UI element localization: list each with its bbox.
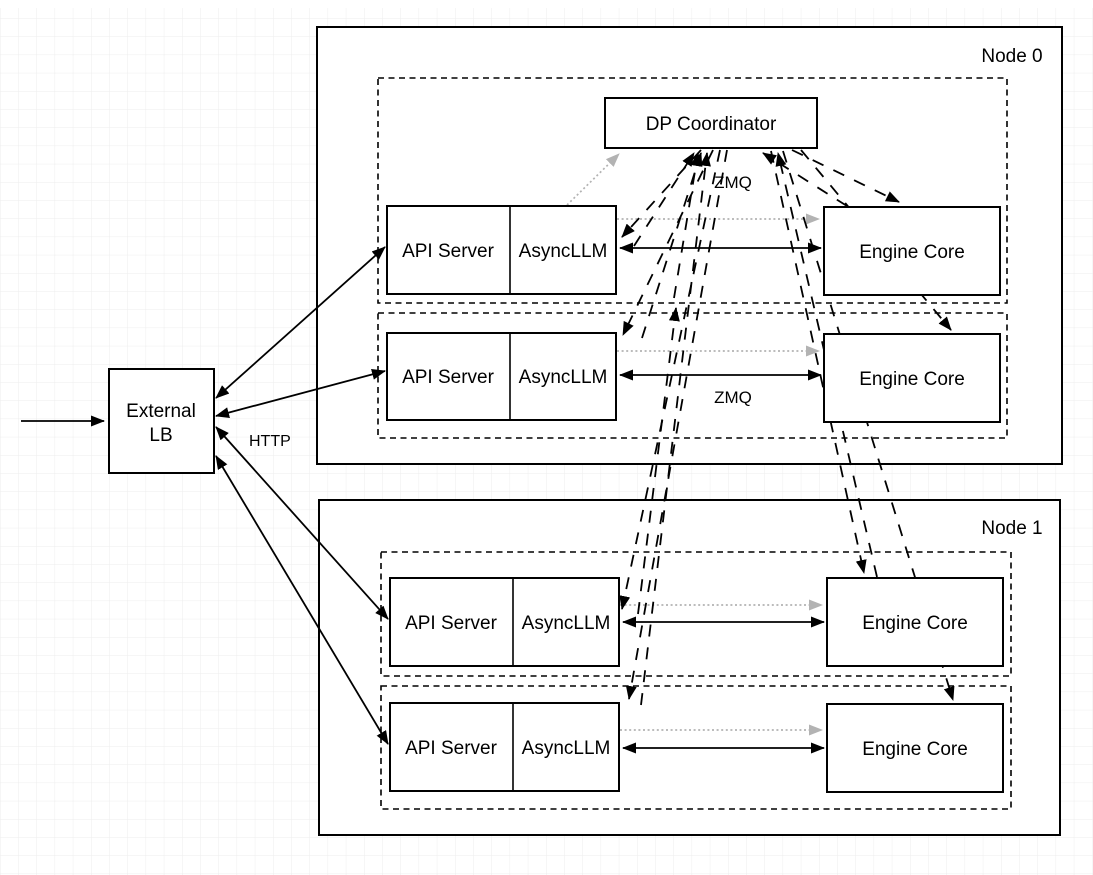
engine-core-label-node0-row1: Engine Core [859,242,965,263]
async-llm-label-node1-row2: AsyncLLM [522,738,611,759]
api-server-label-node1-row2: API Server [405,738,498,759]
dotted-link-async-coordinator [566,153,620,206]
coord-to-engine-node0-row1 [791,149,900,203]
api-server-label-node1-row1: API Server [405,613,498,634]
zmq-label-top: ZMQ [714,173,752,192]
api-async-box-node0-row1 [386,205,617,295]
async-node1-row2-to-coord [640,152,711,706]
api-server-label-node0-row1: API Server [402,241,495,262]
dp-coordinator-label: DP Coordinator [646,114,777,135]
node0-title: Node 0 [981,46,1042,67]
async-llm-label-node0-row1: AsyncLLM [519,241,608,262]
coord-to-async-node1-row1 [619,149,721,610]
external-lb-label-line1: External [126,401,196,422]
coord-to-async-node0-row1 [621,149,702,238]
node1-title: Node 1 [981,518,1042,539]
coord-to-engine-node1-row2 [782,150,955,701]
engine-core-label-node1-row2: Engine Core [862,739,968,760]
api-server-label-node0-row2: API Server [402,367,495,388]
coord-to-async-node1-row2 [625,149,728,700]
async-node0-row1-to-coord [633,152,695,247]
engine-core-box-node1-row2 [826,703,1004,793]
async-node1-row1-to-coord-upper [673,152,702,299]
lb-api-link-node0-row2 [215,369,386,418]
engine-core-box-node0-row1 [823,206,1001,296]
async-node0-row2-to-coord [641,152,703,339]
engine-core-box-node0-row2 [823,333,1001,423]
async-node1-row1-to-coord-lower [637,307,680,615]
engine-node0-row1-to-coord [762,152,848,207]
api-async-box-node1-row1 [389,577,620,667]
api-async-box-node0-row2 [386,332,617,421]
external-lb-label-line2: LB [149,425,172,446]
zmq-label-bottom: ZMQ [714,388,752,407]
async-llm-label-node1-row1: AsyncLLM [522,613,611,634]
coord-to-async-node0-row2 [622,149,714,336]
engine-core-label-node1-row1: Engine Core [862,613,968,634]
http-label: HTTP [249,433,291,450]
coord-to-engine-node1-row1 [770,150,867,574]
lb-api-link-node1-row2 [215,455,389,745]
dp-coordinator-box [604,97,818,149]
external-lb-box [108,368,215,474]
async-llm-label-node0-row2: AsyncLLM [519,367,608,388]
engine-core-box-node1-row1 [826,577,1004,667]
api-async-box-node1-row2 [389,702,620,792]
engine-core-label-node0-row2: Engine Core [859,369,965,390]
